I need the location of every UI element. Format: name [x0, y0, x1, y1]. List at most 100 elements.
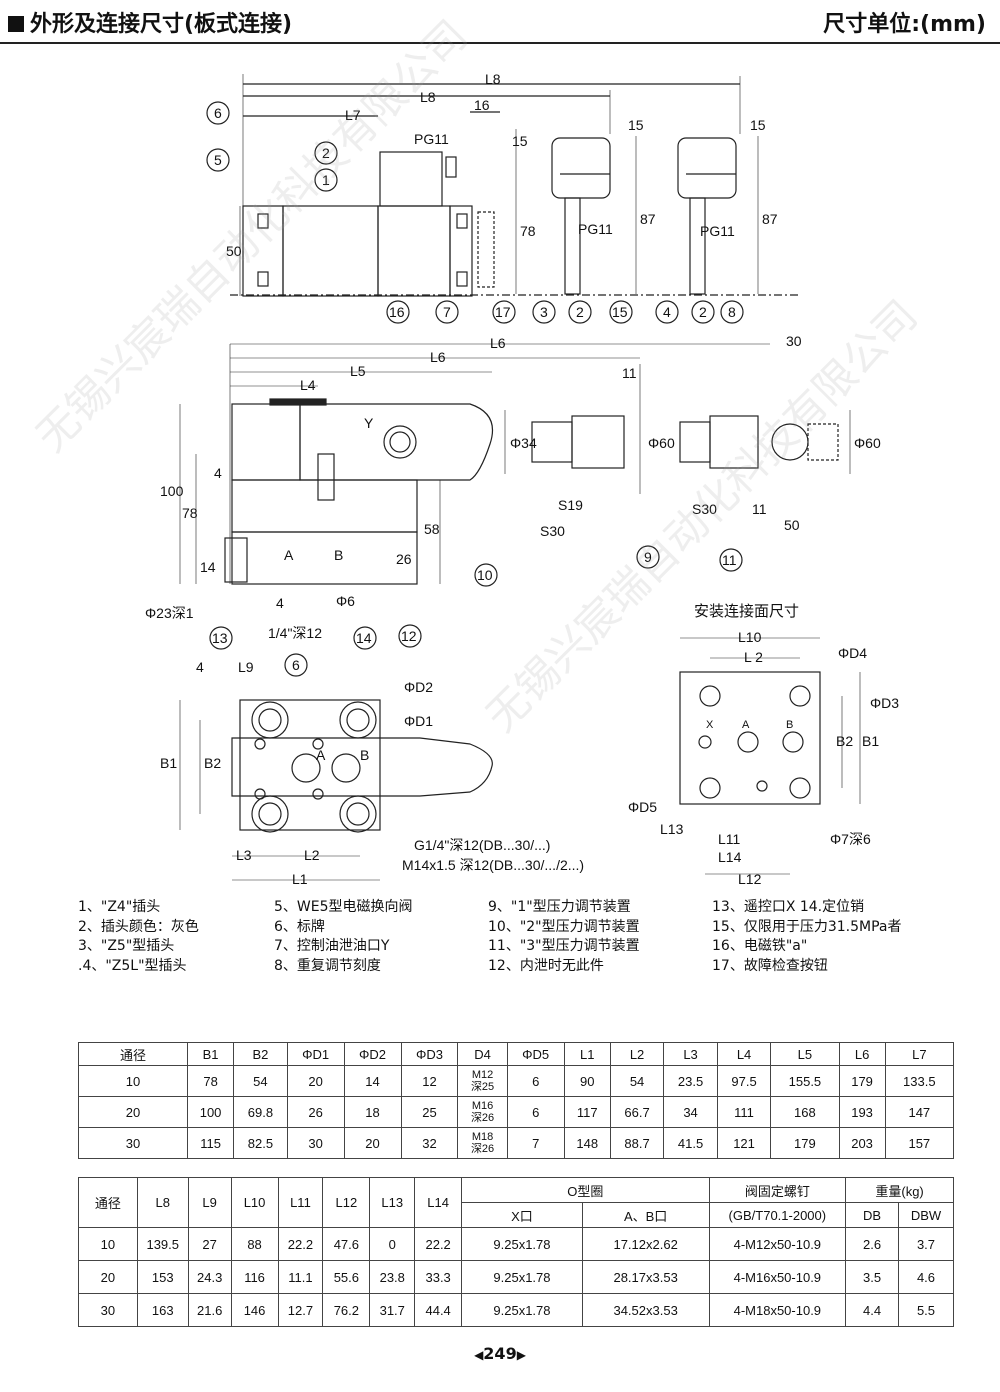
dim-50: 50 — [226, 243, 242, 259]
dim-100: 100 — [160, 483, 184, 499]
svg-text:13: 13 — [212, 630, 228, 646]
dim-58: 58 — [424, 521, 440, 537]
callout-16: 16 — [386, 300, 410, 324]
callout-2-b: 2 — [568, 300, 592, 324]
dim-pg11-b: PG11 — [578, 221, 613, 237]
svg-text:2: 2 — [322, 145, 330, 161]
callout-1: 1 — [314, 168, 338, 192]
dim-4-a: 4 — [214, 465, 222, 481]
legend-item: 16、电磁铁"a" — [712, 938, 808, 954]
port-a-mid: A — [284, 547, 294, 563]
mounting-face-labels: 安装连接面尺寸 L10 L 2 ΦD4 ΦD3 X A B B2 B1 ΦD5 … — [628, 603, 899, 887]
port-y-label: Y — [364, 415, 374, 431]
top-elevation-view — [230, 74, 800, 297]
dim-phid1: ΦD1 — [404, 713, 433, 729]
dim-l1: L1 — [292, 871, 308, 887]
callout-13: 13 — [209, 626, 233, 650]
callout-2: 2 — [314, 141, 338, 165]
dim-16: 16 — [474, 97, 490, 113]
bottom-plan-view — [179, 699, 493, 881]
dim-87-a: 87 — [640, 211, 656, 227]
legend-item: 10、"2"型压力调节装置 — [488, 918, 640, 935]
callout-6-b: 6 — [284, 653, 308, 677]
svg-text:1: 1 — [322, 172, 330, 188]
dim-s30-b: S30 — [692, 501, 717, 517]
dim-b2-mount: B2 — [836, 733, 853, 749]
svg-text:8: 8 — [728, 304, 736, 320]
table-row: 10 139.5 27 88 22.2 47.6 0 22.2 9.25x1.7… — [78, 1227, 954, 1261]
dim-4-b: 4 — [276, 595, 284, 611]
left-arrow-icon: ◀ — [474, 1348, 484, 1362]
dim-phi60-a: Φ60 — [648, 435, 675, 451]
dim-s19: S19 — [558, 497, 583, 513]
legend-col-1: 1、"Z4"插头 2、插头颜色：灰色 3、"Z5"型插头 .4、"Z5L"型插头 — [78, 898, 199, 976]
section-title: 外形及连接尺寸(板式连接) — [8, 6, 292, 38]
dim-11-a: 11 — [622, 365, 637, 381]
callout-8: 8 — [720, 300, 744, 324]
callout-9: 9 — [636, 545, 660, 569]
dim-l6-b: L6 — [430, 349, 446, 365]
legend-item: 15、仅限用于压力31.5MPa者 — [712, 918, 902, 935]
svg-text:11: 11 — [722, 552, 737, 568]
legend-item: 8、重复调节刻度 — [274, 957, 381, 974]
svg-text:14: 14 — [356, 630, 372, 646]
callout-6: 6 — [206, 101, 230, 125]
table-row: 30 163 21.6 146 12.7 76.2 31.7 44.4 9.25… — [78, 1293, 954, 1327]
callout-17: 17 — [492, 300, 516, 324]
svg-text:5: 5 — [214, 152, 222, 168]
dim-15-a: 15 — [512, 133, 528, 149]
svg-text:15: 15 — [612, 304, 628, 320]
page-header: 外形及连接尺寸(板式连接) 尺寸单位:(mm) — [0, 0, 1000, 44]
dim-l5: L5 — [350, 363, 366, 379]
mounting-face-view — [679, 637, 861, 875]
legend-item: 2、插头颜色：灰色 — [78, 918, 199, 935]
table-header-row: 通径 B1 B2 ΦD1 ΦD2 ΦD3 D4 ΦD5 L1 L2 L3 L4 … — [78, 1042, 955, 1066]
dim-quarter-inch: 1/4"深12 — [268, 625, 322, 641]
callout-4: 4 — [655, 300, 679, 324]
callout-12: 12 — [398, 624, 422, 648]
port-a-plan: A — [316, 747, 326, 763]
legend-item: 7、控制油泄油口Y — [274, 938, 390, 954]
dim-phi23: Φ23深1 — [145, 605, 194, 621]
legend-item: 11、"3"型压力调节装置 — [488, 938, 640, 954]
legend-item: 12、内泄时无此件 — [488, 957, 604, 974]
callout-3: 3 — [532, 300, 556, 324]
legend-item: 3、"Z5"型插头 — [78, 938, 175, 954]
dim-l11: L11 — [718, 831, 741, 847]
callout-11: 11 — [719, 548, 743, 572]
legend-item: 9、"1"型压力调节装置 — [488, 899, 631, 915]
dim-phid3: ΦD3 — [870, 695, 899, 711]
legend-item: 13、遥控口X 14.定位销 — [712, 899, 865, 915]
dim-78-mid: 78 — [182, 505, 198, 521]
dim-14: 14 — [200, 559, 216, 575]
callout-circles: 1 2 3 4 5 6 7 8 9 10 11 12 13 14 15 16 1… — [206, 101, 744, 677]
legend-item: .4、"Z5L"型插头 — [78, 957, 187, 974]
dim-26: 26 — [396, 551, 412, 567]
table-row: 20 153 24.3 116 11.1 55.6 23.8 33.3 9.25… — [78, 1260, 954, 1294]
dimension-table-1: 通径 B1 B2 ΦD1 ΦD2 ΦD3 D4 ΦD5 L1 L2 L3 L4 … — [78, 1042, 955, 1159]
dim-l3: L3 — [236, 847, 252, 863]
dim-phi7: Φ7深6 — [830, 831, 871, 847]
dim-l6: L6 — [490, 335, 506, 351]
table-header-row: 通径 L8 L9 L10 L11 L12 L13 L14 O型圈 阀固定螺钉 重… — [78, 1177, 954, 1228]
legend-col-4: 13、遥控口X 14.定位销 15、仅限用于压力31.5MPa者 16、电磁铁"… — [712, 898, 901, 976]
svg-text:6: 6 — [292, 657, 300, 673]
port-b-mount: B — [786, 719, 793, 731]
svg-text:16: 16 — [389, 304, 405, 320]
dim-l7: L7 — [345, 107, 361, 123]
port-b-mid: B — [334, 547, 343, 563]
legend-item: 17、故障检查按钮 — [712, 957, 828, 974]
port-a-mount: A — [742, 719, 750, 731]
middle-front-view — [179, 343, 851, 585]
dim-s30-a: S30 — [540, 523, 565, 539]
svg-text:2: 2 — [699, 304, 707, 320]
dim-78-top: 78 — [520, 223, 536, 239]
legend-item: 6、标牌 — [274, 918, 325, 935]
dim-phid4: ΦD4 — [838, 645, 867, 661]
dim-b2-plan: B2 — [204, 755, 221, 771]
svg-text:9: 9 — [644, 549, 652, 565]
mounting-face-title: 安装连接面尺寸 — [694, 603, 799, 620]
top-dimension-labels: L8 L8 L7 16 PG11 15 78 50 15 87 PG11 15 … — [226, 71, 778, 259]
